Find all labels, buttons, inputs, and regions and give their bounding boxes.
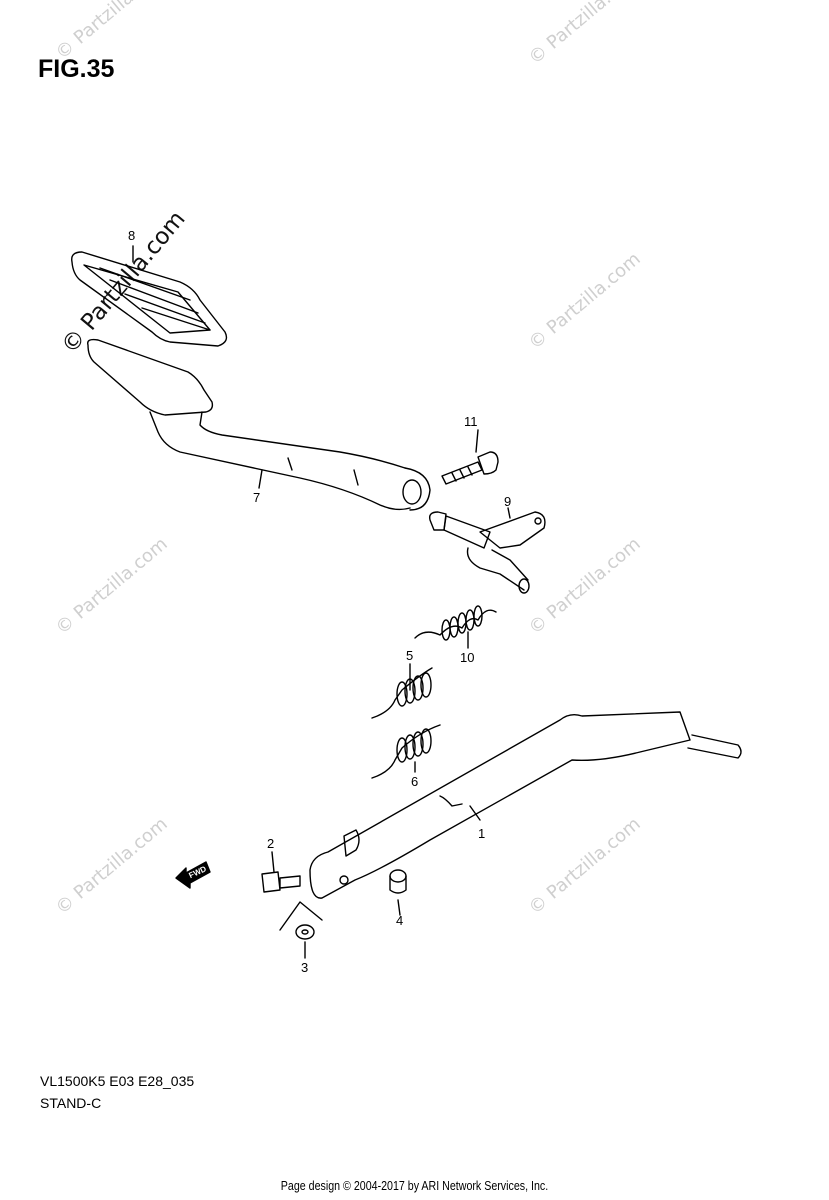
watermark: © Partzilla.com bbox=[52, 533, 172, 638]
callout-3: 3 bbox=[301, 960, 308, 975]
callout-2: 2 bbox=[267, 836, 274, 851]
diagram-name: STAND-C bbox=[40, 1095, 102, 1111]
callout-10: 10 bbox=[460, 650, 474, 665]
part-7-brake-pedal[interactable] bbox=[87, 338, 431, 511]
part-5-spring[interactable] bbox=[371, 667, 433, 719]
callout-6: 6 bbox=[411, 774, 418, 789]
part-10-spring[interactable] bbox=[414, 605, 497, 641]
leader-lines bbox=[132, 245, 511, 959]
callout-11: 11 bbox=[464, 414, 478, 429]
watermark: © Partzilla.com bbox=[525, 813, 645, 918]
part-8-pedal-pad[interactable] bbox=[71, 251, 228, 347]
diagram-code: VL1500K5 E03 E28_035 bbox=[40, 1073, 195, 1089]
part-2-bolt[interactable] bbox=[261, 871, 301, 893]
watermark: © Partzilla.com bbox=[525, 248, 645, 353]
watermark: © Partzilla.com bbox=[52, 0, 172, 64]
part-9-pivot-bracket[interactable] bbox=[428, 511, 546, 594]
part-1-side-stand[interactable] bbox=[309, 711, 742, 899]
callout-8: 8 bbox=[128, 228, 135, 243]
part-3-washer[interactable] bbox=[295, 924, 315, 940]
callout-9: 9 bbox=[504, 494, 511, 509]
part-11-bolt[interactable] bbox=[441, 451, 499, 485]
page-credit: Page design © 2004-2017 by ARI Network S… bbox=[280, 1178, 549, 1193]
callout-1: 1 bbox=[478, 826, 485, 841]
callout-7: 7 bbox=[253, 490, 260, 505]
callout-5: 5 bbox=[406, 648, 413, 663]
callout-4: 4 bbox=[396, 913, 403, 928]
watermark: © Partzilla.com bbox=[52, 813, 172, 918]
figure-title: FIG.35 bbox=[38, 55, 115, 83]
part-4-collar[interactable] bbox=[389, 869, 407, 894]
fwd-arrow-icon bbox=[175, 861, 211, 889]
watermark: © Partzilla.com bbox=[525, 0, 645, 69]
watermark: © Partzilla.com bbox=[525, 533, 645, 638]
watermark-prominent: © Partzilla.com bbox=[57, 206, 191, 359]
part-6-spring[interactable] bbox=[371, 724, 441, 779]
